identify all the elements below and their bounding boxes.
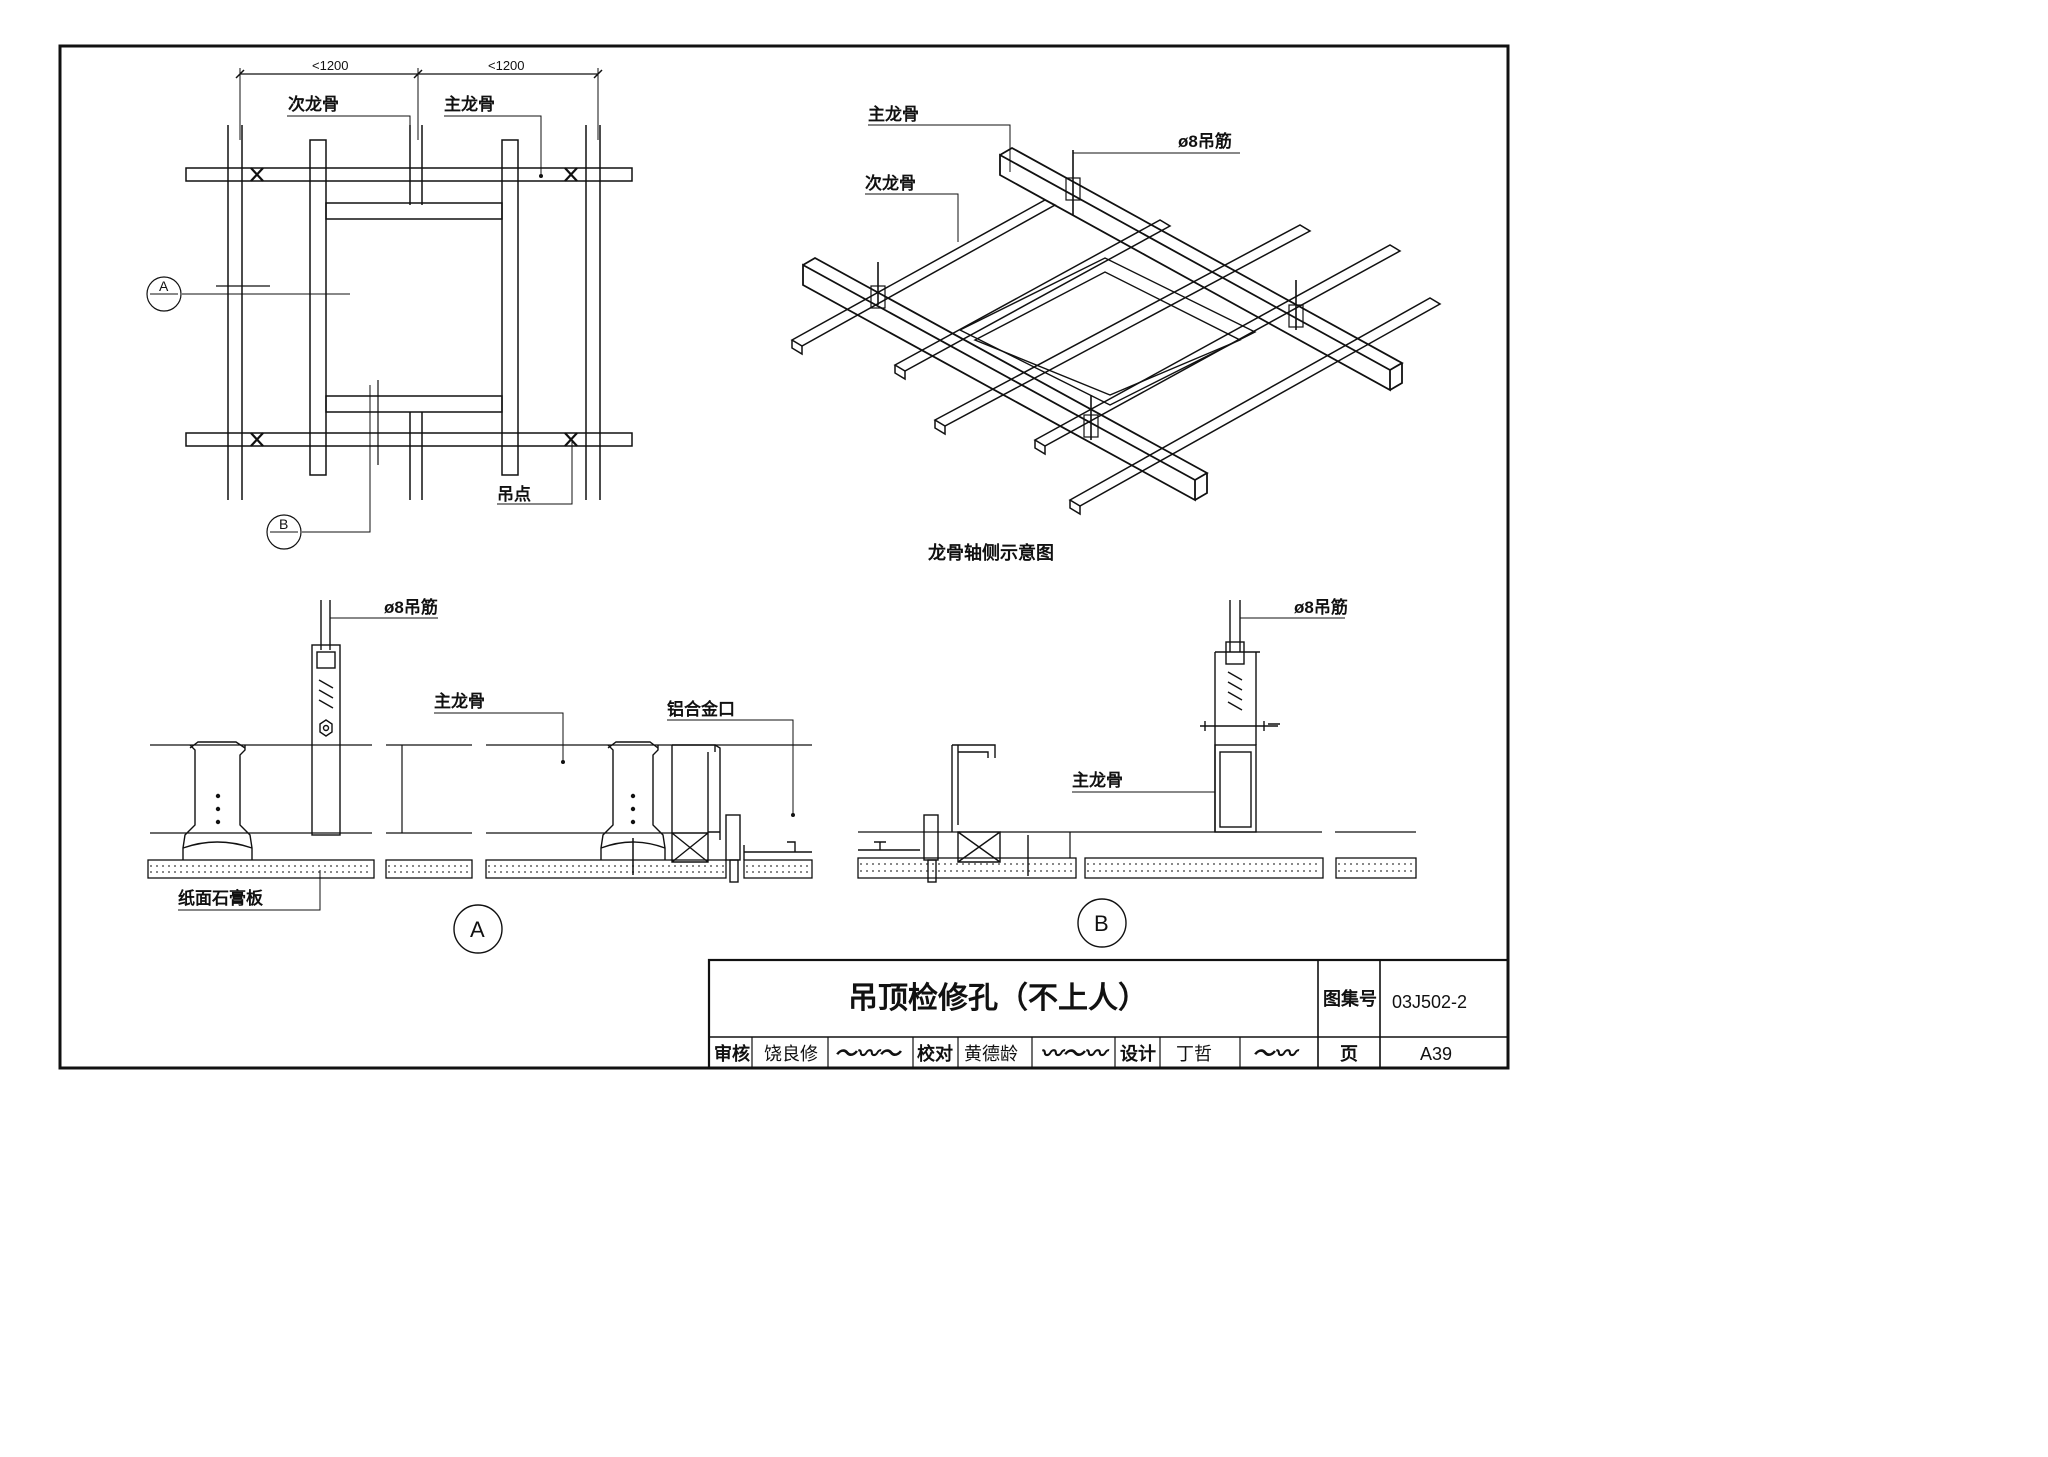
checker-signature: 〰〜〰 [1040,1041,1110,1067]
section-a-label-gypsum-board: 纸面石膏板 [178,888,264,908]
atlas-label: 图集号 [1323,988,1377,1009]
iso-caption: 龙骨轴侧示意图 [928,542,1054,563]
iso-label-secondary-keel: 次龙骨 [865,173,916,193]
review-label: 审核 [714,1043,750,1064]
plan-section-b-letter: B [279,516,288,532]
title-block: 吊顶检修孔（不上人） 图集号 03J502-2 审核 饶良修 〜〰〜 校对 黄德… [707,958,1510,1070]
section-a-mark: A [470,917,485,942]
reviewer-signature: 〜〰〜 [834,1041,902,1067]
designer-signature: 〜〰 [1252,1041,1300,1067]
page-label: 页 [1340,1044,1358,1064]
drawing-sheet: <1200 <1200 次龙骨 主龙骨 [58,44,1510,1070]
section-a-label-main-keel: 主龙骨 [434,691,485,711]
checker-name: 黄德龄 [964,1044,1018,1064]
isometric-view: 主龙骨 ø8吊筋 次龙骨 龙骨轴侧示意图 [790,104,1442,563]
plan-section-a-letter: A [159,278,169,294]
designer-name: 丁哲 [1176,1044,1212,1064]
section-a-callout [146,276,182,312]
section-b-label-hanger: ø8吊筋 [1294,597,1348,617]
plan-label-main-keel: 主龙骨 [444,94,495,114]
reviewer-name: 饶良修 [764,1044,818,1064]
section-a-mark-circle [453,904,503,954]
check-label: 校对 [917,1043,953,1064]
section-a-label-aluminum-trim: 铝合金口 [667,699,735,719]
section-b-mark: B [1094,911,1109,936]
design-label: 设计 [1120,1043,1156,1064]
title-block-title: 吊顶检修孔（不上人） [848,981,1148,1015]
section-b-detail: ø8吊筋 主龙骨 B [857,597,1417,948]
dim-left: <1200 [312,58,349,73]
section-b-mark-circle [1077,898,1127,948]
iso-label-main-keel: 主龙骨 [868,104,919,124]
atlas-number: 03J502-2 [1392,992,1467,1012]
section-b-callout [266,514,302,550]
sheet-border [58,44,1510,1070]
section-a-label-hanger: ø8吊筋 [384,597,438,617]
section-a-detail: ø8吊筋 主龙骨 铝合金口 纸面石膏板 A [147,597,813,954]
plan-label-hanging-point: 吊点 [497,484,531,504]
plan-label-secondary-keel: 次龙骨 [288,94,339,114]
plan-view: <1200 <1200 次龙骨 主龙骨 [146,58,633,550]
drawing-canvas: <1200 <1200 次龙骨 主龙骨 [58,44,1510,1070]
page-number: A39 [1420,1044,1452,1064]
dim-right: <1200 [488,58,525,73]
section-b-label-main-keel: 主龙骨 [1072,770,1123,790]
iso-label-hanger: ø8吊筋 [1178,131,1232,151]
